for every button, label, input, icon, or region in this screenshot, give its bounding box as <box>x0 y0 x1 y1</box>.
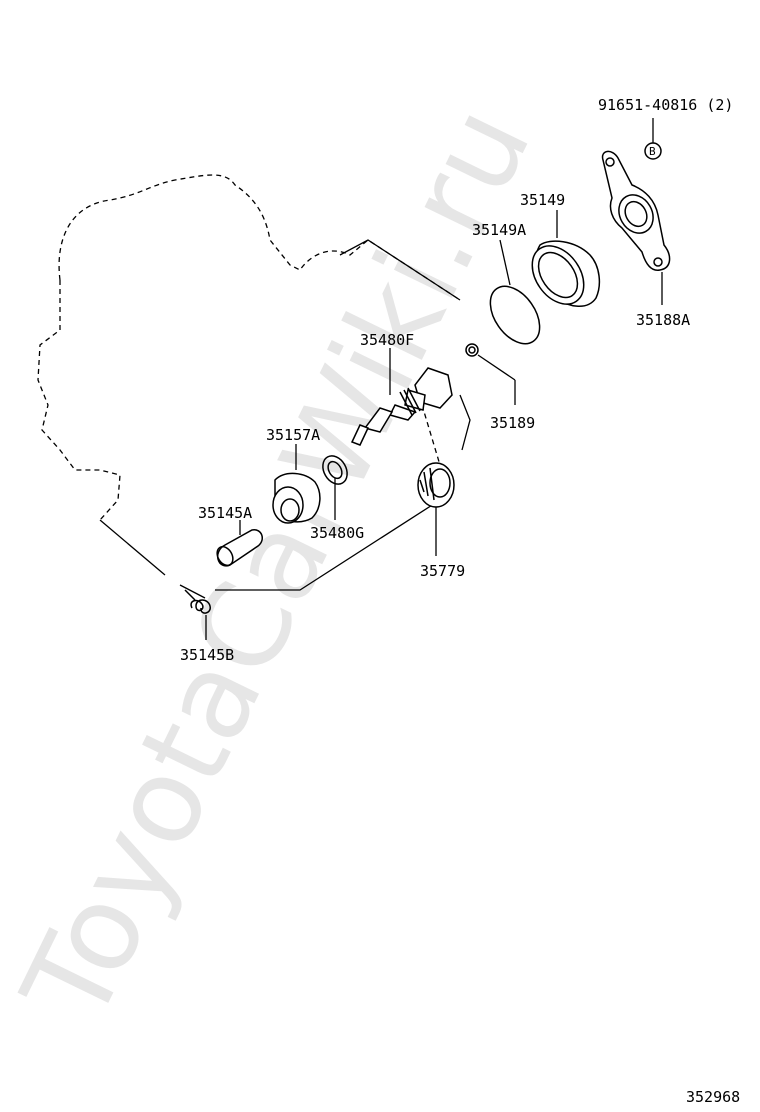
label-bracket: 35188A <box>636 311 690 329</box>
bracket-part <box>601 150 671 271</box>
label-driven-gear: 35779 <box>420 562 465 580</box>
driven-gear-part <box>417 462 455 508</box>
label-seal: 35157A <box>266 426 320 444</box>
label-bolt: 91651-40816 (2) <box>598 96 733 114</box>
label-pin: 35145A <box>198 504 252 522</box>
transmission-case-outline <box>37 174 471 599</box>
clip-part <box>465 343 479 357</box>
label-clip: 35189 <box>490 414 535 432</box>
label-driven-gear-shaft: 35480F <box>360 331 414 349</box>
label-o-ring-large: 35149A <box>472 221 526 239</box>
o-ring-large-part <box>489 285 541 345</box>
bolt-symbol: B <box>649 145 656 158</box>
seal-part <box>272 472 321 524</box>
sleeve-part <box>531 240 601 307</box>
leader-lines <box>205 118 663 640</box>
pin-part <box>216 529 263 567</box>
label-sleeve: 35149 <box>520 191 565 209</box>
washer-part <box>322 455 348 485</box>
label-washer: 35480G <box>310 524 364 542</box>
figure-number: 352968 <box>686 1088 740 1106</box>
label-spring: 35145B <box>180 646 234 664</box>
driven-gear-shaft-part <box>350 367 453 446</box>
spring-part <box>184 589 211 614</box>
part-labels: 91651-40816 (2) 35188A 35149 35149A 3518… <box>180 96 733 664</box>
bolt-part: B <box>644 142 662 160</box>
